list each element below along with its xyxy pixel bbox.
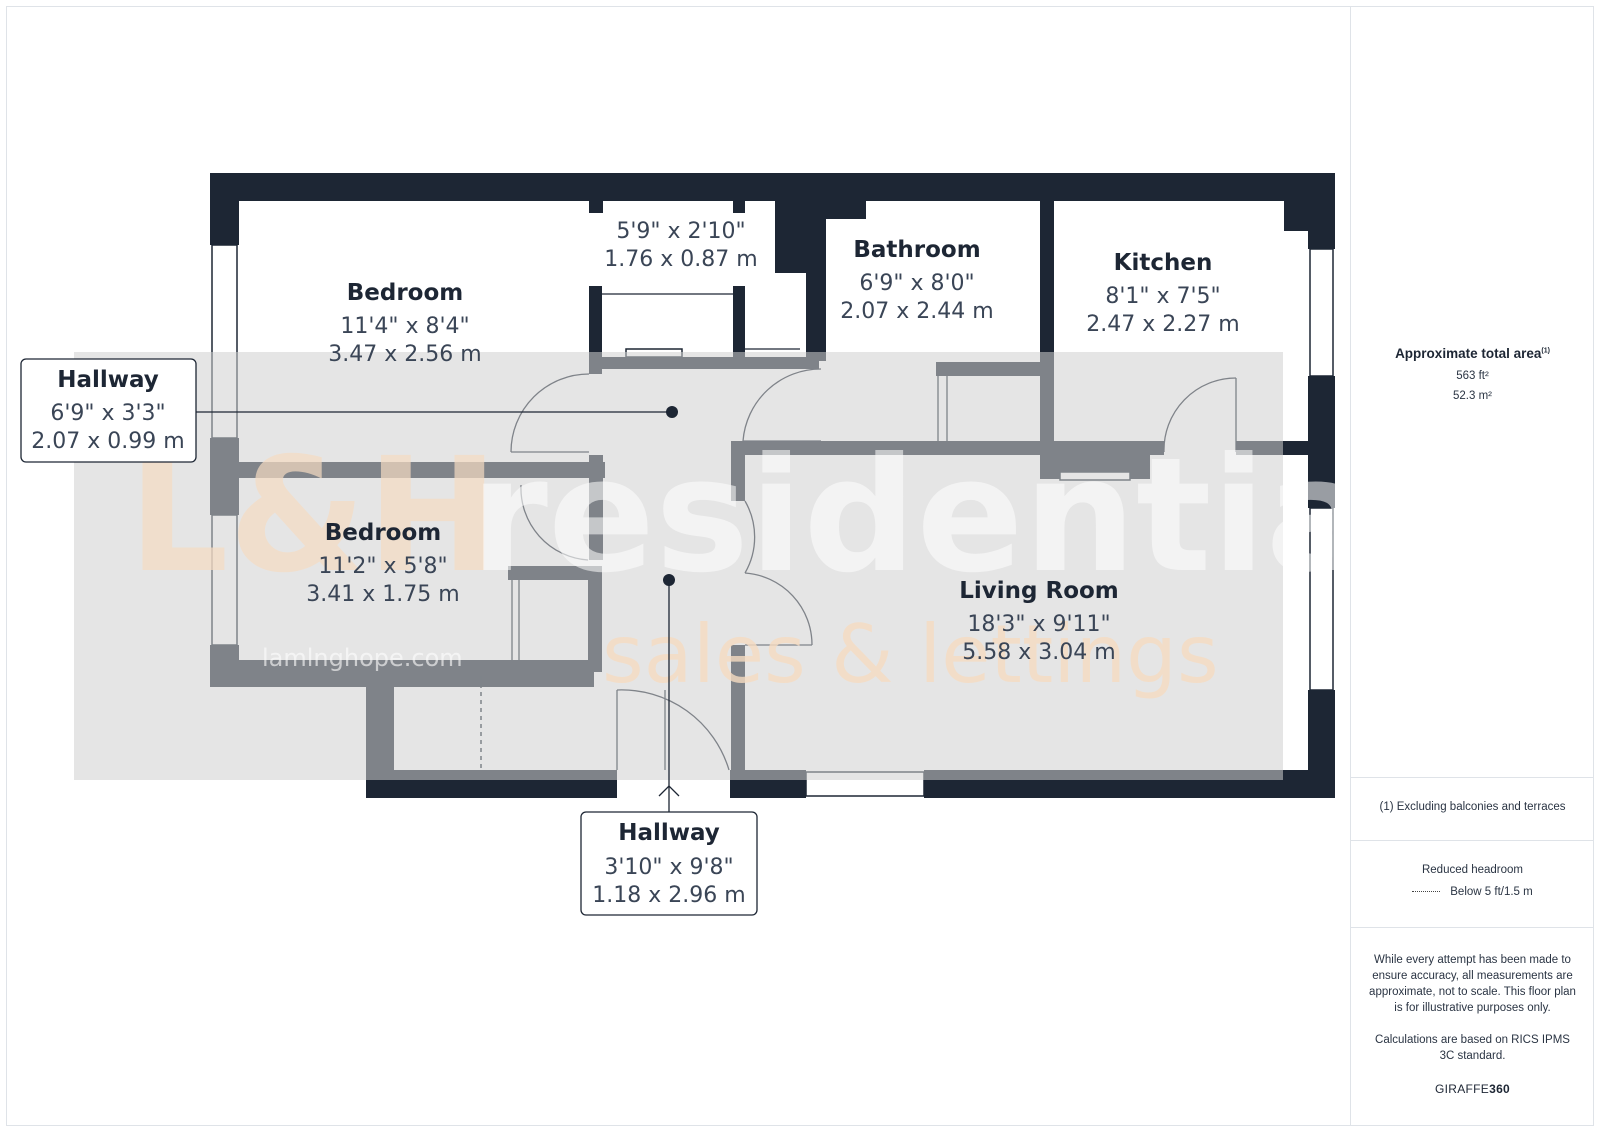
hallway-upper-callout: Hallway 6'9" x 3'3" 2.07 x 0.99 m (20, 358, 678, 463)
footnote: (1) Excluding balconies and terraces (1379, 801, 1566, 813)
area-m: 52.3 m² (1453, 390, 1492, 402)
watermark: L&H residential sales & lettings lamlngh… (74, 352, 1350, 780)
hallway-upper-imperial: 6'9" x 3'3" (50, 401, 165, 426)
watermark-sub: sales & lettings (602, 608, 1219, 701)
watermark-url: lamlnghope.com (262, 644, 463, 672)
floor-plan: L&H residential sales & lettings lamlngh… (20, 173, 1350, 916)
bedroom-1-imperial: 11'4" x 8'4" (340, 314, 469, 339)
hallway-lower-imperial: 3'10" x 9'8" (604, 855, 733, 880)
dotted-line-icon (1412, 891, 1441, 893)
storage-metric: 1.76 x 0.87 m (604, 247, 757, 272)
area-footnote-mark: (1) (1541, 347, 1550, 355)
bedroom-2-imperial: 11'2" x 5'8" (318, 554, 447, 579)
area-title: Approximate total area(1) (1395, 346, 1550, 361)
brand-logo: GIRAFFE360 (1434, 1082, 1511, 1096)
hallway-lower-name: Hallway (618, 820, 720, 846)
disclaimer-section: While every attempt has been made to ens… (1351, 952, 1594, 1096)
calculation-note: Calculations are based on RICS IPMS 3C s… (1375, 1034, 1570, 1062)
hallway-upper-metric: 2.07 x 0.99 m (31, 429, 184, 454)
room-labels: Bedroom 11'4" x 8'4" 3.47 x 2.56 m 5'9" … (306, 219, 1239, 665)
kitchen-imperial: 8'1" x 7'5" (1105, 284, 1220, 309)
headroom-legend: Below 5 ft/1.5 m (1351, 886, 1594, 898)
bathroom-metric: 2.07 x 2.44 m (840, 299, 993, 324)
bathroom-imperial: 6'9" x 8'0" (859, 271, 974, 296)
headroom-title: Reduced headroom (1421, 864, 1523, 876)
divider (1351, 840, 1594, 841)
watermark-main: residential (470, 424, 1350, 608)
info-sidebar: Approximate total area(1) 563 ft² 52.3 m… (1350, 6, 1594, 1126)
disclaimer: While every attempt has been made to ens… (1369, 954, 1576, 1014)
area-ft: 563 ft² (1456, 370, 1489, 382)
hallway-lower-callout: Hallway 3'10" x 9'8" 1.18 x 2.96 m (580, 574, 758, 916)
hallway-lower-metric: 1.18 x 2.96 m (592, 883, 745, 908)
headroom-section: Reduced headroom Below 5 ft/1.5 m (1351, 864, 1594, 898)
living-room-imperial: 18'3" x 9'11" (967, 612, 1110, 637)
kitchen-metric: 2.47 x 2.27 m (1086, 312, 1239, 337)
page-frame (6, 6, 1594, 1126)
living-room-name: Living Room (959, 578, 1119, 604)
kitchen-name: Kitchen (1114, 250, 1213, 276)
divider (1351, 927, 1594, 928)
hallway-upper-name: Hallway (57, 367, 159, 393)
bathroom-name: Bathroom (853, 237, 980, 263)
divider (1351, 777, 1594, 778)
bedroom-2-metric: 3.41 x 1.75 m (306, 582, 459, 607)
area-section: Approximate total area(1) 563 ft² 52.3 m… (1351, 346, 1594, 407)
bedroom-1-metric: 3.47 x 2.56 m (328, 342, 481, 367)
storage-imperial: 5'9" x 2'10" (616, 219, 745, 244)
bedroom-2-name: Bedroom (325, 520, 442, 546)
living-room-metric: 5.58 x 3.04 m (962, 640, 1115, 665)
bedroom-1-name: Bedroom (347, 280, 464, 306)
